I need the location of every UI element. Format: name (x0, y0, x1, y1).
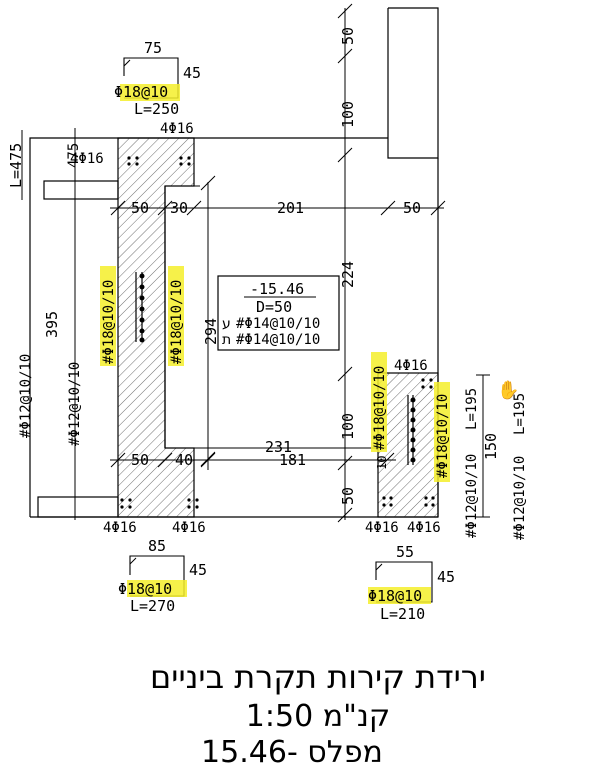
stirrup-3-bar: Φ18@10 (368, 587, 422, 605)
dim-475: 475 (66, 143, 82, 168)
rebar-4f16-left: 4Φ16 (70, 151, 104, 167)
stirrup-2-height: 45 (189, 561, 207, 579)
rebar-vertical-left2: #Φ18@10/10 (169, 280, 185, 364)
stirrup-1-height: 45 (183, 64, 201, 82)
dim-181: 181 (279, 451, 306, 469)
dim-30: 30 (170, 199, 188, 217)
drawing-title: ירידת קירות תקרת ביניים קנ"מ 1:50 מפלס -… (150, 658, 486, 770)
stirrup-2-width: 85 (148, 537, 166, 555)
dim-395: 395 (43, 311, 61, 338)
dim-l195-right: L=195 (512, 393, 528, 435)
stirrup-3-length: L=210 (380, 605, 425, 623)
stirrup-detail-3: 55 45 Φ18@10 L=210 (368, 543, 455, 623)
rebar-4f16-right: 4Φ16 (394, 358, 428, 374)
rebar-mesh-right2: #Φ12@10/10 (512, 456, 528, 540)
title-line-1: ירידת קירות תקרת ביניים (150, 658, 486, 696)
rebar-4f16-br2: 4Φ16 (407, 520, 441, 536)
dim-224: 224 (339, 261, 357, 288)
level-box: -15.46 D=50 ע #Φ14@10/10 ת #Φ14@10/10 (217, 275, 340, 351)
title-line-2: קנ"מ 1:50 (246, 699, 390, 734)
dim-50-right: 50 (403, 199, 421, 217)
level-elevation: -15.46 (250, 280, 304, 298)
rebar-mesh-left1: #Φ12@10/10 (18, 354, 34, 438)
stirrup-3-height: 45 (437, 568, 455, 586)
rebar-4f16-br: 4Φ16 (365, 520, 399, 536)
rebar-vertical-right2: #Φ18@10/10 (435, 394, 451, 478)
stirrup-1-width: 75 (144, 39, 162, 57)
rebar-4f16-top: 4Φ16 (160, 121, 194, 137)
level-thickness: D=50 (256, 298, 292, 316)
stirrup-detail-2: 85 45 Φ18@10 L=270 (118, 537, 207, 615)
rebar-mesh-left2: #Φ12@10/10 (67, 362, 83, 446)
stirrup-1-bar: Φ18@10 (114, 83, 168, 101)
rebar-labels: 4Φ16 4Φ16 4Φ16 4Φ16 4Φ16 4Φ16 4Φ16 #Φ18@… (18, 121, 528, 540)
corner-bars (120, 156, 435, 509)
dim-231: 231 (265, 438, 292, 456)
dim-50-left-upper: 50 (131, 199, 149, 217)
vertical-bars-left (135, 272, 145, 343)
dim-50-top: 50 (339, 27, 357, 45)
rebar-mesh-right1: #Φ12@10/10 (464, 454, 480, 538)
dim-150: 150 (482, 433, 500, 460)
stirrup-1-length: L=250 (134, 100, 179, 118)
rebar-vertical-left1: #Φ18@10/10 (101, 280, 117, 364)
level-bottom-rebar: #Φ14@10/10 (236, 332, 320, 348)
dim-294: 294 (202, 318, 220, 345)
stirrup-detail-1: 75 45 Φ18@10 L=250 (114, 39, 201, 118)
dim-40: 40 (175, 451, 193, 469)
slab-outline (29, 7, 439, 518)
dim-10: 10 (375, 456, 389, 470)
dimension-lines (21, 3, 490, 523)
dimension-labels: 50 100 224 100 50 201 50 50 30 231 181 5… (7, 27, 528, 505)
rebar-4f16-bl: 4Φ16 (103, 520, 137, 536)
dim-100-lower: 100 (339, 413, 357, 440)
dim-50-bottom: 50 (339, 487, 357, 505)
rebar-4f16-bl2: 4Φ16 (172, 520, 206, 536)
dim-l195: L=195 (464, 388, 480, 430)
dim-l475: L=475 (7, 143, 25, 188)
vertical-bars-right (407, 395, 416, 465)
stirrup-2-length: L=270 (130, 597, 175, 615)
hand-pointer-icon: ✋ (497, 379, 519, 401)
stirrup-2-bar: Φ18@10 (118, 580, 172, 598)
dim-201: 201 (277, 199, 304, 217)
level-top-rebar: #Φ14@10/10 (236, 316, 320, 332)
level-bottom-prefix: ת (222, 332, 231, 348)
rebar-vertical-right1: #Φ18@10/10 (372, 366, 388, 450)
stirrup-3-width: 55 (396, 543, 414, 561)
title-line-3: מפלס -15.46 (201, 735, 383, 770)
dim-100-upper: 100 (339, 101, 357, 128)
dim-50-left-lower: 50 (131, 451, 149, 469)
level-top-prefix: ע (222, 316, 231, 332)
svg-text:✋: ✋ (497, 379, 519, 401)
